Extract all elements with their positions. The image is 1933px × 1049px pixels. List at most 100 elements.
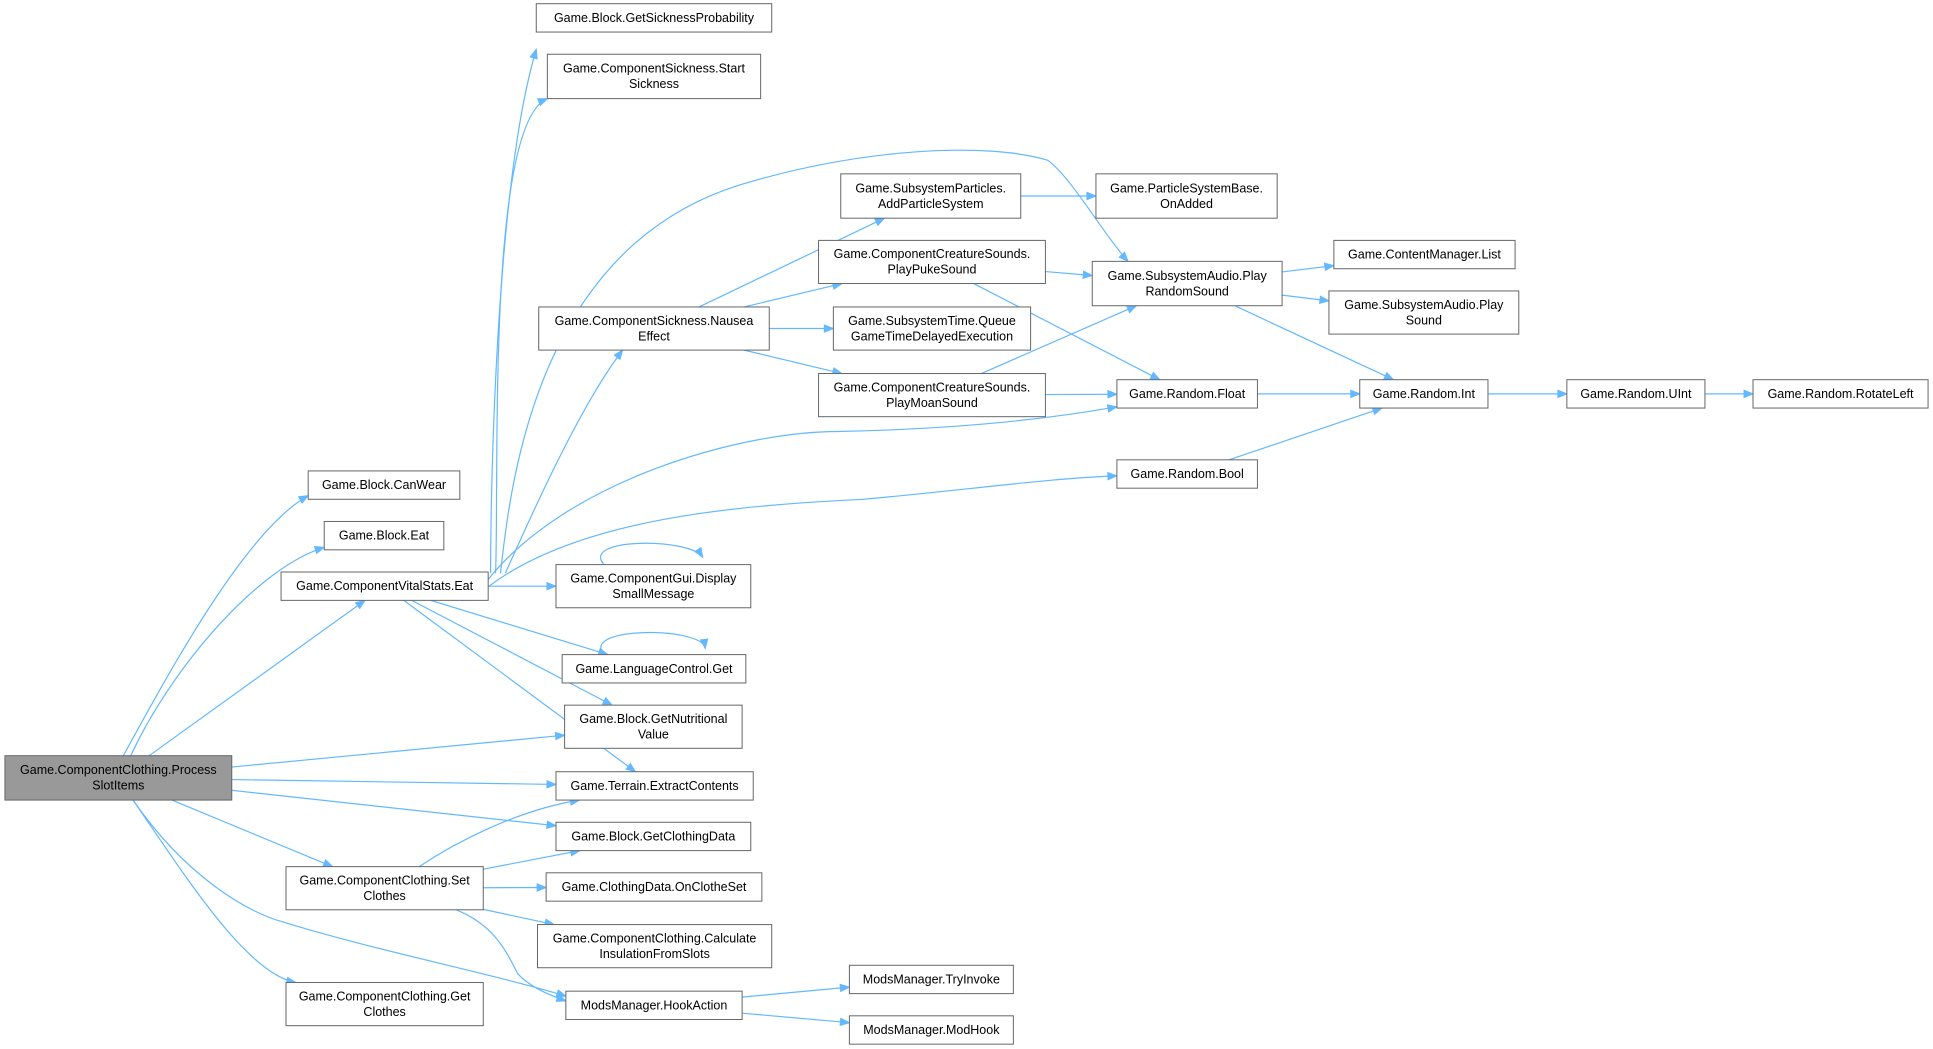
node-canwear[interactable]: Game.Block.CanWear [307,470,461,500]
edge-arrowhead [1743,389,1755,399]
node-label: Game.ComponentClothing.Set [300,873,471,887]
node-rrot[interactable]: Game.Random.RotateLeft [1752,379,1929,409]
node-queue[interactable]: Game.SubsystemTime.QueueGameTimeDelayedE… [832,306,1032,351]
node-vseat[interactable]: Game.ComponentVitalStats.Eat [280,571,489,601]
node-label: Value [638,727,669,741]
node-label: Clothes [363,889,405,903]
node-rfloat[interactable]: Game.Random.Float [1116,379,1258,409]
edge-line [231,734,565,768]
edge-langget-to-langget [600,632,709,655]
edge-line [483,850,580,870]
edge-root-to-setclothes [171,799,334,868]
node-addpart[interactable]: Game.SubsystemParticles.AddParticleSyste… [840,173,1022,219]
edge-vseat-to-nausea [504,349,624,574]
node-box [538,306,770,351]
edge-layer [122,48,1755,1027]
node-langget[interactable]: Game.LanguageControl.Get [561,654,747,684]
node-rint[interactable]: Game.Random.Int [1359,379,1489,409]
edge-line [455,909,567,1002]
edge-line [487,475,1117,588]
node-blockeat[interactable]: Game.Block.Eat [323,520,445,551]
edge-arrowhead [693,546,704,559]
edge-root-to-getcloth [231,789,558,830]
edge-arrowhead [1082,270,1094,280]
edge-setclothes-to-onclothe [483,883,548,892]
node-label: Clothes [363,1005,405,1019]
edge-root-to-blockeat [130,545,326,756]
edge-arrowhead [625,762,637,773]
node-label: Game.ComponentGui.Display [570,571,737,585]
edge-line [411,599,613,706]
node-label: ModsManager.ModHook [863,1023,1000,1037]
node-hook[interactable]: ModsManager.HookAction [565,990,743,1021]
node-calcins[interactable]: Game.ComponentClothing.CalculateInsulati… [536,924,773,969]
edge-root-to-getclothes [132,799,298,986]
edge-nausea-to-puke [743,281,844,308]
edge-display-to-display [600,542,704,566]
node-tryinv[interactable]: ModsManager.TryInvoke [848,964,1014,995]
edge-line [430,599,608,656]
node-label: Game.Block.GetNutritional [579,712,727,726]
node-label: Game.SubsystemAudio.Play [1344,298,1504,312]
edge-root-to-extract [231,778,558,789]
node-moan[interactable]: Game.ComponentCreatureSounds.PlayMoanSou… [818,373,1046,418]
edge-line [418,799,580,868]
node-box [1095,173,1278,219]
edge-rbool-to-rint [1228,406,1384,461]
edge-arrowhead [1350,389,1362,399]
node-label: Game.ComponentSickness.Start [563,62,746,76]
node-label: Game.ComponentCreatureSounds. [834,247,1031,261]
node-label: Game.ContentManager.List [1348,248,1501,262]
node-box [848,1015,1014,1045]
node-box [280,571,489,601]
edge-line [742,986,850,998]
edge-line [1228,407,1383,461]
node-label: AddParticleSystem [878,197,984,211]
edge-vseat-to-rbool [487,471,1119,588]
node-extract[interactable]: Game.Terrain.ExtractContents [555,771,754,801]
node-rbool[interactable]: Game.Random.Bool [1116,459,1258,489]
node-modhook[interactable]: ModsManager.ModHook [848,1015,1014,1045]
edge-line [122,495,309,756]
node-label: ModsManager.HookAction [581,998,728,1012]
node-onadded[interactable]: Game.ParticleSystemBase.OnAdded [1095,173,1278,219]
edge-line [600,632,706,655]
edge-setclothes-to-hook [455,909,568,1002]
node-box [818,239,1046,285]
node-box [285,982,484,1027]
edge-arrowhead [1557,389,1569,399]
node-label: GameTimeDelayedExecution [851,329,1013,343]
node-onclothe[interactable]: Game.ClothingData.OnClotheSet [545,872,763,902]
node-puke[interactable]: Game.ComponentCreatureSounds. PlayPukeSou… [818,239,1046,285]
edge-arrowhead [1118,251,1129,263]
edge-playrand-to-playsound [1282,294,1331,305]
node-label: Sickness [629,77,679,91]
node-label: Game.SubsystemTime.Queue [848,314,1016,328]
edge-setclothes-to-getcloth [483,848,582,870]
node-box [848,964,1014,995]
edge-arrowhead [1125,305,1138,314]
node-label: OnAdded [1160,197,1213,211]
node-label: PlayPukeSound [888,263,977,277]
node-label: Game.SubsystemAudio.Play [1108,269,1268,283]
node-cmlist[interactable]: Game.ContentManager.List [1333,239,1516,270]
edge-line [231,778,556,786]
edge-addpart-to-onadded [1020,191,1098,201]
node-box [1116,379,1258,409]
node-getcloth[interactable]: Game.Block.GetClothingData [555,821,752,852]
edge-line [504,349,624,574]
node-label: Game.ClothingData.OnClotheSet [562,880,747,894]
node-label: Game.LanguageControl.Get [575,662,733,676]
node-ruint[interactable]: Game.Random.UInt [1566,379,1706,409]
node-getsick[interactable]: Game.Block.GetSicknessProbability [535,3,773,33]
